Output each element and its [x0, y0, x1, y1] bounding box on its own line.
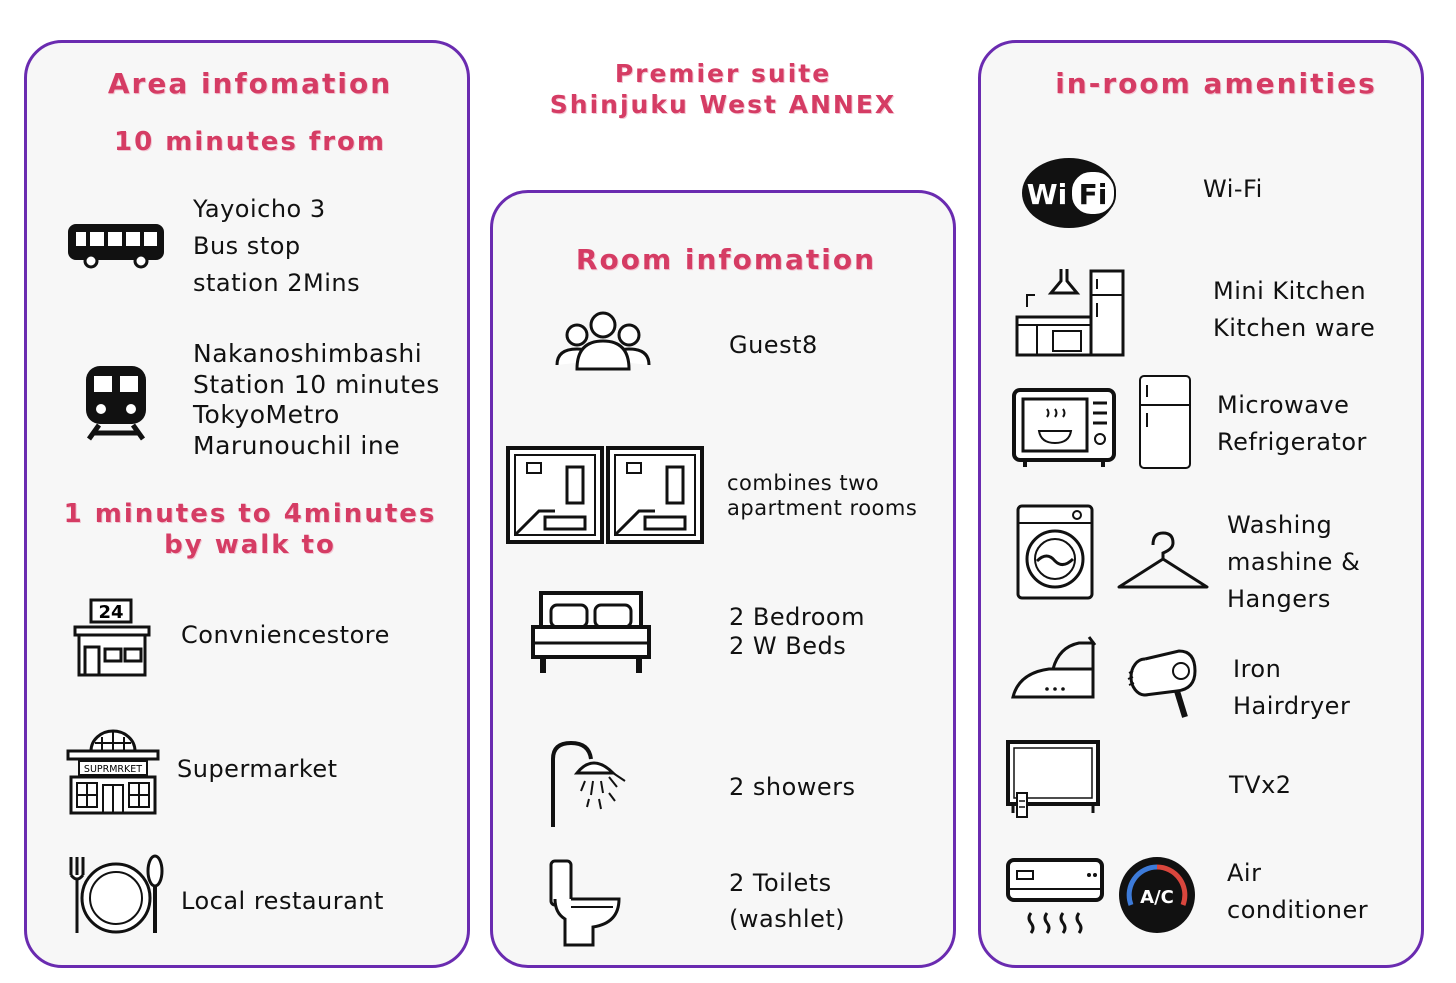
area-section-walk: 1 minutes to 4minutes by walk to — [63, 499, 437, 561]
washing-machine-icon — [1015, 503, 1095, 603]
wifi-logo-fi: Fi — [1079, 178, 1108, 211]
hanger-icon — [1115, 529, 1211, 595]
washing-text: Washing mashine & Hangers — [1227, 511, 1361, 614]
amenities-heading: in-room amenities — [1055, 67, 1377, 100]
tv-icon — [1005, 739, 1101, 821]
wifi-logo-wi: Wi — [1027, 178, 1067, 211]
area-section-ten-minutes: 10 minutes from — [114, 127, 386, 157]
air-conditioner-icon — [1005, 857, 1105, 937]
restaurant-text: Local restaurant — [181, 887, 384, 915]
ac-gauge-icon: A/C — [1117, 855, 1197, 935]
supermarket-sign: SUPRMRKET — [84, 764, 142, 775]
refrigerator-icon — [1137, 373, 1193, 471]
showers-text: 2 showers — [729, 773, 856, 801]
kitchen-icon — [1015, 265, 1127, 357]
bus-stop-text: Yayoicho 3 Bus stop station 2Mins — [193, 195, 361, 298]
toilets-text: 2 Toilets (washlet) — [729, 869, 846, 933]
microwave-text: Microwave Refrigerator — [1217, 391, 1367, 457]
toilet-icon — [547, 857, 623, 949]
ac-text: Air conditioner — [1227, 859, 1369, 925]
room-heading: Room infomation — [575, 243, 877, 276]
train-icon — [83, 363, 149, 441]
apartments-text: combines two apartment rooms — [727, 471, 918, 521]
tv-text: TVx2 — [1229, 771, 1292, 799]
wifi-icon: Wi Fi — [1019, 155, 1119, 231]
area-info-panel: Area infomation 10 minutes from Yayoicho… — [24, 40, 470, 968]
restaurant-icon — [67, 853, 165, 937]
microwave-icon — [1011, 387, 1117, 471]
beds-text: 2 Bedroom 2 W Beds — [729, 603, 865, 660]
convenience-store-text: Convniencestore — [181, 621, 390, 649]
area-heading: Area infomation — [107, 67, 393, 100]
wifi-text: Wi-Fi — [1203, 175, 1263, 203]
bed-icon — [529, 587, 653, 677]
supermarket-icon: SUPRMRKET — [65, 727, 161, 817]
amenities-panel: in-room amenities Wi Fi Wi-Fi Mini Kitch… — [978, 40, 1424, 968]
group-icon — [553, 309, 653, 373]
hotel-title: Premier suite Shinjuku West ANNEX — [549, 59, 897, 120]
kitchen-text: Mini Kitchen Kitchen ware — [1213, 277, 1376, 343]
floorplan-icon — [505, 445, 705, 545]
convenience-24-badge: 24 — [98, 602, 123, 623]
hairdryer-icon — [1125, 637, 1213, 723]
guests-text: Guest8 — [729, 331, 818, 359]
shower-icon — [543, 737, 643, 829]
iron-hairdryer-text: Iron Hairdryer — [1233, 655, 1351, 721]
supermarket-text: Supermarket — [177, 755, 338, 783]
train-station-text: Nakanoshimbashi Station 10 minutes Tokyo… — [193, 339, 440, 460]
convenience-store-icon: 24 — [71, 597, 153, 679]
iron-icon — [1009, 633, 1099, 705]
room-info-panel: Room infomation Guest8 combines two — [490, 190, 956, 968]
bus-icon — [67, 223, 165, 269]
ac-badge-label: A/C — [1140, 887, 1174, 908]
